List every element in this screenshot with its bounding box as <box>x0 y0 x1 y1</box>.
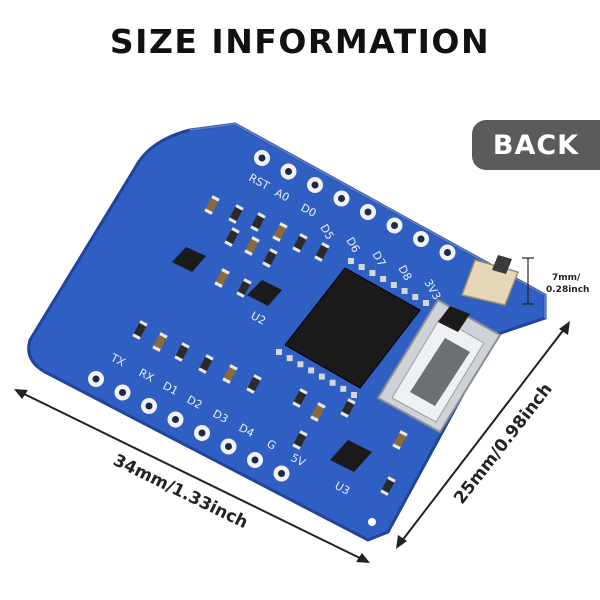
back-button[interactable]: BACK <box>472 120 600 170</box>
smd-part-20 <box>224 227 240 247</box>
smd-part-15 <box>310 402 326 422</box>
bottom-pin-0-hole <box>92 375 100 383</box>
chip-pin-top-1 <box>358 264 365 270</box>
top-pin-3-hole <box>338 195 345 202</box>
top-pin-5-hole <box>391 222 398 229</box>
chip-label-u2: U2 <box>249 309 268 328</box>
chip-pin-top-5 <box>401 288 408 294</box>
chip-pin-bottom-7 <box>351 392 357 398</box>
chip-label-u3: U3 <box>333 479 352 498</box>
chip-pin-bottom-2 <box>297 361 304 368</box>
chip-pin-top-3 <box>380 276 387 282</box>
bottom-pin-2-hole <box>145 402 153 410</box>
passive-components <box>132 195 408 496</box>
switch-dimension: 7mm/ 0.28inch <box>522 257 589 305</box>
smd-part-6 <box>214 268 230 288</box>
chip-pin-top-0 <box>348 258 354 264</box>
top-pin-6-hole <box>417 235 425 243</box>
smd-part-18 <box>392 430 408 450</box>
smd-part-3 <box>272 222 288 242</box>
height-label: 25mm/0.98inch <box>450 380 556 508</box>
pin-label-5v: 5V <box>289 451 308 470</box>
chip-pin-bottom-1 <box>286 355 293 362</box>
bottom-pin-3-hole <box>172 416 179 423</box>
chip-pin-bottom-5 <box>329 379 336 386</box>
pin-label-d3: D3 <box>211 407 231 426</box>
regulator-u3: U3 <box>330 440 372 498</box>
chip-pin-top-7 <box>423 300 429 306</box>
smd-part-7 <box>236 278 252 298</box>
chip-pin-top-6 <box>412 294 419 300</box>
bottom-pin-5-hole <box>225 443 232 450</box>
small-ic <box>438 306 470 332</box>
chip-pin-top-4 <box>390 282 397 288</box>
smd-part-2 <box>250 212 266 232</box>
pin-label-a0: A0 <box>273 186 292 204</box>
chip-pin-bottom-4 <box>318 373 325 380</box>
reset-switch <box>461 255 520 306</box>
smd-part-9 <box>152 332 168 352</box>
top-pin-header <box>254 150 456 261</box>
smd-part-19 <box>380 476 396 496</box>
pin-label-d0: D0 <box>299 201 319 220</box>
bottom-pin-6-hole <box>251 456 259 464</box>
chip-pin-bottom-0 <box>276 349 282 355</box>
bottom-pin-1-hole <box>119 389 126 396</box>
smd-part-16 <box>292 430 308 450</box>
page-title: SIZE INFORMATION <box>109 22 491 61</box>
main-chip <box>276 258 429 398</box>
smd-part-12 <box>222 364 238 384</box>
smd-part-21 <box>244 236 260 256</box>
transistor <box>172 247 206 272</box>
smd-part-4 <box>292 233 308 253</box>
smd-part-10 <box>174 342 190 362</box>
chip-pin-bottom-3 <box>308 367 315 374</box>
top-pin-2-hole <box>311 181 319 189</box>
pin-label-d1: D1 <box>161 379 181 398</box>
smd-part-14 <box>292 388 308 408</box>
pin-label-d4: D4 <box>237 421 257 440</box>
smd-part-13 <box>246 374 262 394</box>
top-pin-1-hole <box>285 168 292 175</box>
smd-part-1 <box>228 204 244 224</box>
pin-label-rx: RX <box>137 366 157 385</box>
chip-pin-top-2 <box>369 270 376 276</box>
top-pin-7-hole <box>444 249 451 256</box>
micro-usb-connector <box>376 298 502 434</box>
smd-part-5 <box>314 242 330 262</box>
switch-label-line2: 0.28inch <box>546 285 589 295</box>
top-pin-4-hole <box>364 208 372 216</box>
bottom-pin-7-hole <box>278 470 285 477</box>
smd-part-8 <box>132 320 148 340</box>
bottom-pin-header <box>88 371 290 482</box>
smd-part-17 <box>340 398 356 418</box>
smd-part-22 <box>262 248 278 268</box>
smd-part-11 <box>198 354 214 374</box>
switch-label-line1: 7mm/ <box>552 273 581 283</box>
pcb-board <box>27 122 547 542</box>
pin-label-d2: D2 <box>185 393 205 412</box>
regulator-u2: U2 <box>247 280 282 328</box>
top-pin-0-hole <box>258 154 266 162</box>
mounting-mark <box>368 518 376 526</box>
smd-part-0 <box>204 195 220 215</box>
bottom-pin-4-hole <box>198 429 206 437</box>
chip-pin-bottom-6 <box>340 385 347 392</box>
